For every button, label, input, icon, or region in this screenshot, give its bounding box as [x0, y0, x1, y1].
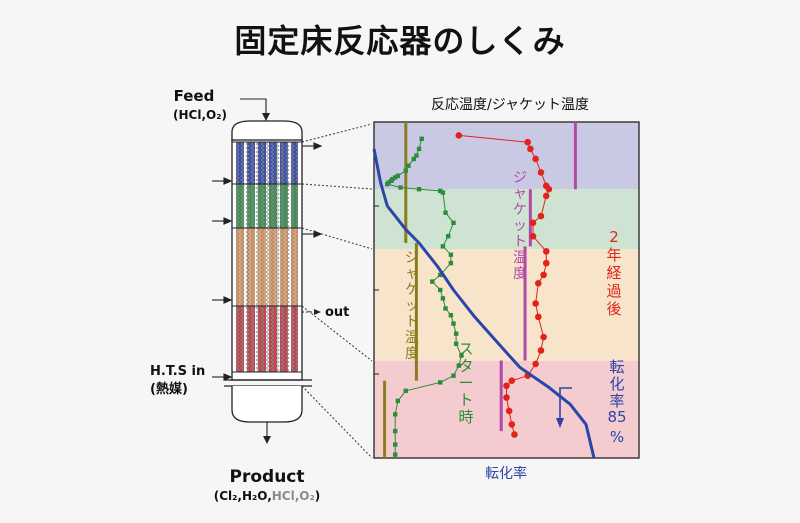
aged-jacket-temperature-label: ジャケット温度 [513, 170, 527, 282]
aged-series-point-24 [505, 407, 513, 415]
start-series-point-27 [448, 313, 454, 318]
aged-series-point-0 [455, 132, 463, 139]
diagram-title: 固定床反応器のしくみ [234, 22, 566, 60]
start-series-point-33 [451, 373, 456, 378]
start-series-point-2 [414, 153, 419, 158]
zone-connectors [301, 123, 373, 459]
chart-bottom-label: 転化率 [485, 465, 527, 482]
aged-series-point-19 [532, 360, 539, 368]
chart-zone-3 [374, 249, 639, 361]
aged-series-point-21 [508, 377, 516, 385]
start-series-point-4 [406, 163, 411, 168]
aged-series-point-22 [503, 382, 510, 390]
start-series-point-32 [456, 363, 461, 368]
conversion-rate-unit: % [610, 428, 624, 446]
aged-series-point-15 [532, 300, 539, 307]
conversion-arrow-icon [559, 387, 572, 422]
aged-series-point-8 [537, 212, 545, 220]
heat-medium-label: (熱媒) [150, 381, 188, 397]
start-series-point-21 [448, 260, 454, 266]
start-series-point-15 [440, 190, 446, 195]
aged-series-point-10 [529, 232, 537, 240]
start-series-point-14 [438, 188, 443, 194]
feed-composition: (HCl,O₂) [173, 108, 227, 122]
feed-arrow-icon [240, 98, 267, 117]
start-series-point-18 [446, 234, 451, 239]
aged-series-point-17 [540, 333, 547, 341]
start-series-point-26 [443, 306, 448, 311]
start-series-point-36 [395, 398, 401, 404]
reactor-top-dome [231, 120, 303, 142]
reactor: Feed (HCl,O₂) [150, 87, 373, 503]
heat-medium-outlet-arrows [302, 142, 323, 238]
chart-zone-2 [374, 189, 639, 249]
start-series-point-24 [438, 287, 443, 293]
tube-bundle [236, 142, 298, 372]
start-series-point-31 [459, 353, 464, 358]
start-series-point-40 [393, 452, 398, 457]
reactor-bottom-dome [231, 386, 303, 423]
chart-axis-ticks [374, 205, 379, 375]
start-jacket-temperature-label: ジャケット温度 [405, 250, 419, 362]
start-series-point-3 [411, 156, 416, 162]
conversion-rate-label: 転化率 [609, 358, 624, 410]
chart-zone-1 [374, 122, 639, 189]
start-series-point-39 [393, 442, 398, 447]
product-composition: (Cl₂,H₂O,HCl,O₂) [214, 489, 320, 503]
start-series-point-34 [438, 380, 443, 385]
aged-series-point-13 [540, 271, 547, 279]
start-series-point-5 [403, 168, 408, 173]
aged-series-point-26 [511, 431, 518, 438]
aged-series-point-12 [542, 259, 550, 267]
hts-label: H.T.S in [150, 364, 205, 379]
start-series-point-19 [440, 244, 446, 249]
start-series-point-37 [393, 412, 398, 417]
aged-series-point-11 [542, 248, 550, 255]
feed-label: Feed [174, 87, 215, 105]
start-series-point-38 [393, 428, 398, 434]
start-series-point-30 [453, 341, 459, 346]
aged-series-point-18 [537, 347, 545, 354]
aged-series-point-25 [508, 421, 516, 428]
start-series-point-6 [395, 173, 401, 178]
start-series-label: スタート時 [458, 340, 473, 426]
chart-top-label: 反応温度/ジャケット温度 [431, 97, 589, 113]
aged-series-point-6 [545, 185, 553, 193]
aged-series-point-4 [537, 169, 545, 176]
start-series-point-16 [443, 210, 448, 215]
start-series-point-20 [448, 252, 454, 257]
start-series-point-17 [451, 220, 456, 225]
aged-series-point-2 [527, 145, 534, 153]
conversion-rate-value: 85 [607, 408, 626, 426]
heat-medium-inlet-arrows [212, 177, 233, 381]
aged-series-point-23 [503, 394, 510, 401]
start-series-point-1 [416, 146, 422, 152]
start-series-point-28 [451, 321, 456, 326]
aged-series-point-14 [535, 279, 542, 287]
start-series-point-22 [438, 272, 443, 278]
aged-series-point-16 [535, 313, 542, 321]
product-label: Product [230, 467, 305, 487]
out-label: out [325, 305, 349, 320]
start-series-point-12 [398, 185, 403, 190]
start-series-point-13 [416, 187, 422, 192]
aged-series-point-9 [529, 219, 537, 227]
start-series-point-35 [403, 388, 408, 393]
start-series-point-0 [419, 136, 424, 141]
start-series-point-9 [389, 178, 394, 183]
conversion-series-line [372, 148, 596, 459]
start-series-point-29 [453, 331, 459, 336]
chart-series [372, 132, 596, 459]
aged-series-point-3 [532, 155, 539, 163]
start-series-point-7 [393, 175, 398, 180]
aged-series-point-1 [524, 138, 531, 146]
aged-series-point-7 [542, 192, 550, 200]
product-arrow-icon [263, 436, 271, 444]
start-series-point-11 [385, 181, 390, 187]
start-series-point-23 [430, 279, 435, 284]
start-series-point-25 [440, 296, 446, 301]
